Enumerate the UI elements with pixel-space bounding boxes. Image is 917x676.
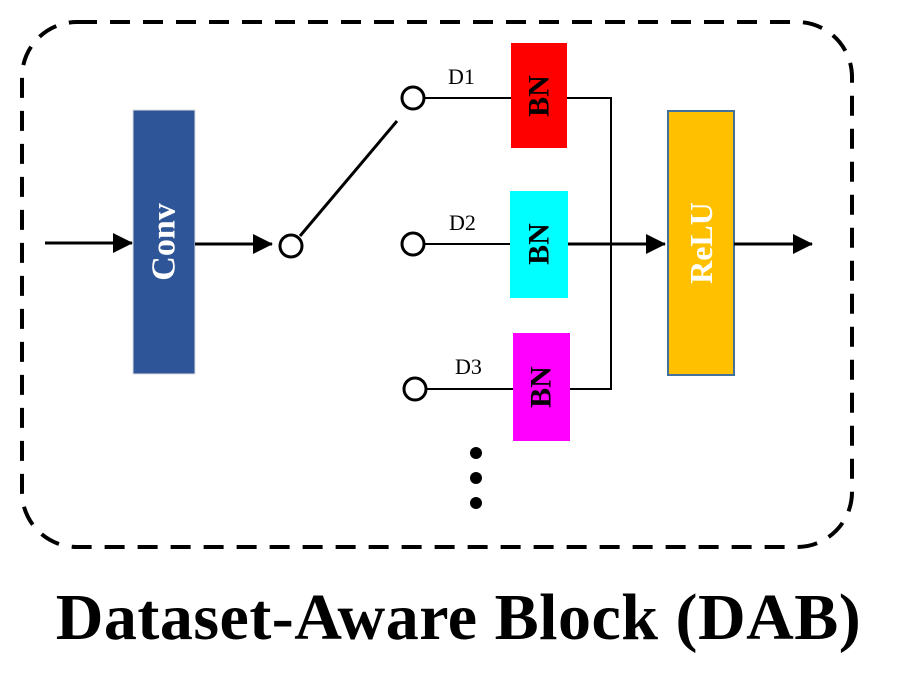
d1-label: D1 <box>448 64 475 89</box>
d3-label: D3 <box>455 354 482 379</box>
bn-label-d2: BN <box>523 223 556 265</box>
terminal-d1 <box>400 85 426 111</box>
switch-pivot <box>278 233 304 259</box>
bn-block-d2 <box>510 191 568 298</box>
d2-label: D2 <box>449 210 476 235</box>
bn-label-d1: BN <box>523 75 556 117</box>
ellipsis-dot <box>470 497 482 509</box>
terminal-d3 <box>402 376 428 402</box>
conv-label: Conv <box>146 203 183 280</box>
bn-block-d3 <box>513 333 570 441</box>
switch-lever <box>298 120 399 237</box>
terminal-d2 <box>400 231 426 257</box>
relu-label: ReLU <box>683 202 719 284</box>
bn-block-d1 <box>511 43 567 148</box>
conv-block <box>132 109 196 375</box>
bn-label-d3: BN <box>525 366 558 408</box>
diagram-caption: Dataset-Aware Block (DAB) <box>55 581 862 654</box>
relu-block <box>667 110 735 376</box>
block-boundary <box>20 20 854 549</box>
ellipsis-dot <box>470 447 482 459</box>
ellipsis-dot <box>470 472 482 484</box>
